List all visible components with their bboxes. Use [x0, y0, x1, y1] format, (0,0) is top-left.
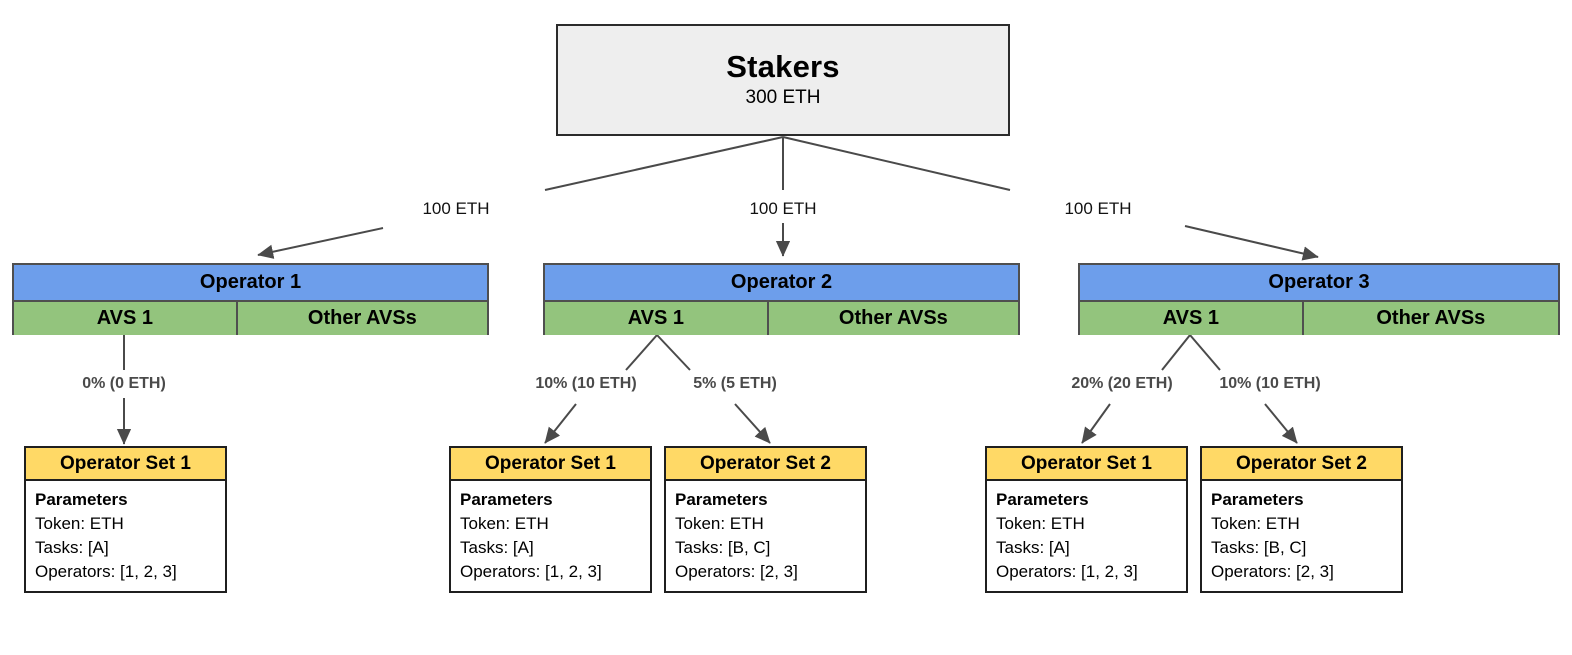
operator-set-card-3-tasks: Tasks: [B, C] [675, 538, 771, 558]
operator-set-card-4-operators: Operators: [1, 2, 3] [996, 562, 1138, 582]
operator-1-other-avss-cell[interactable]: Other AVSs [237, 302, 487, 335]
allocation-label-op2-set1: 10% (10 ETH) [532, 375, 640, 393]
edge-label-stakers-operator-3: 100 ETH [1061, 199, 1135, 219]
operator-set-card-4-body: Parameters Token: ETH Tasks: [A] Operato… [987, 481, 1186, 593]
operator-2-avs-row: AVS 1 Other AVSs [545, 302, 1018, 335]
operator-set-card-1-parameters-heading: Parameters [35, 490, 128, 509]
operator-set-card-1-tasks: Tasks: [A] [35, 538, 109, 558]
operator-set-card-2-token: Token: ETH [460, 514, 549, 534]
allocation-label-op1-set1: 0% (0 ETH) [79, 375, 169, 393]
operator-set-card-3-operators: Operators: [2, 3] [675, 562, 798, 582]
operator-1-avs-1-cell[interactable]: AVS 1 [14, 302, 238, 335]
operator-set-card-1-title: Operator Set 1 [26, 448, 225, 481]
operator-set-card-3-parameters-heading: Parameters [675, 490, 768, 509]
operator-set-card-3-body: Parameters Token: ETH Tasks: [B, C] Oper… [666, 481, 865, 593]
operator-set-card-3[interactable]: Operator Set 2 Parameters Token: ETH Tas… [664, 446, 867, 593]
stakers-node: Stakers 300 ETH [556, 24, 1010, 136]
operator-set-card-4-title: Operator Set 1 [987, 448, 1186, 481]
operator-set-card-4-token: Token: ETH [996, 514, 1085, 534]
operator-2-other-avss-cell[interactable]: Other AVSs [768, 302, 1018, 335]
operator-3-title: Operator 3 [1080, 265, 1558, 302]
operator-set-card-5-tasks: Tasks: [B, C] [1211, 538, 1307, 558]
operator-set-card-5-parameters-heading: Parameters [1211, 490, 1304, 509]
operator-set-card-1-operators: Operators: [1, 2, 3] [35, 562, 177, 582]
operator-3-avs-row: AVS 1 Other AVSs [1080, 302, 1558, 335]
edge-stakers-to-operator-3 [782, 136, 1319, 261]
operator-set-card-3-title: Operator Set 2 [666, 448, 865, 481]
operator-set-card-1-token: Token: ETH [35, 514, 124, 534]
allocation-label-op3-set2: 10% (10 ETH) [1216, 375, 1324, 393]
operator-set-card-2-body: Parameters Token: ETH Tasks: [A] Operato… [451, 481, 650, 593]
operator-set-card-1[interactable]: Operator Set 1 Parameters Token: ETH Tas… [24, 446, 227, 593]
stakers-amount: 300 ETH [745, 87, 821, 109]
operator-set-card-4-parameters-heading: Parameters [996, 490, 1089, 509]
operator-set-card-5-title: Operator Set 2 [1202, 448, 1401, 481]
operator-set-card-2-operators: Operators: [1, 2, 3] [460, 562, 602, 582]
operator-set-card-4-tasks: Tasks: [A] [996, 538, 1070, 558]
operator-set-card-3-token: Token: ETH [675, 514, 764, 534]
operator-set-card-5-body: Parameters Token: ETH Tasks: [B, C] Oper… [1202, 481, 1401, 593]
edge-stakers-to-operator-1 [257, 136, 784, 259]
stakers-title: Stakers [726, 48, 840, 84]
operator-2-title: Operator 2 [545, 265, 1018, 302]
operator-node-3[interactable]: Operator 3 AVS 1 Other AVSs [1078, 263, 1560, 335]
allocation-label-op2-set2: 5% (5 ETH) [690, 375, 780, 393]
edge-label-stakers-operator-1: 100 ETH [419, 199, 493, 219]
edge-label-stakers-operator-2: 100 ETH [746, 199, 820, 219]
operator-set-card-5[interactable]: Operator Set 2 Parameters Token: ETH Tas… [1200, 446, 1403, 593]
operator-3-other-avss-cell[interactable]: Other AVSs [1303, 302, 1558, 335]
operator-set-card-2[interactable]: Operator Set 1 Parameters Token: ETH Tas… [449, 446, 652, 593]
operator-1-avs-row: AVS 1 Other AVSs [14, 302, 487, 335]
operator-1-title: Operator 1 [14, 265, 487, 302]
allocation-label-op3-set1: 20% (20 ETH) [1068, 375, 1176, 393]
operator-node-1[interactable]: Operator 1 AVS 1 Other AVSs [12, 263, 489, 335]
operator-node-2[interactable]: Operator 2 AVS 1 Other AVSs [543, 263, 1020, 335]
operator-set-card-4[interactable]: Operator Set 1 Parameters Token: ETH Tas… [985, 446, 1188, 593]
operator-set-card-5-operators: Operators: [2, 3] [1211, 562, 1334, 582]
operator-set-card-1-body: Parameters Token: ETH Tasks: [A] Operato… [26, 481, 225, 593]
operator-set-card-5-token: Token: ETH [1211, 514, 1300, 534]
operator-set-card-2-parameters-heading: Parameters [460, 490, 553, 509]
operator-2-avs-1-cell[interactable]: AVS 1 [545, 302, 769, 335]
operator-set-card-2-tasks: Tasks: [A] [460, 538, 534, 558]
operator-set-card-2-title: Operator Set 1 [451, 448, 650, 481]
operator-3-avs-1-cell[interactable]: AVS 1 [1080, 302, 1304, 335]
